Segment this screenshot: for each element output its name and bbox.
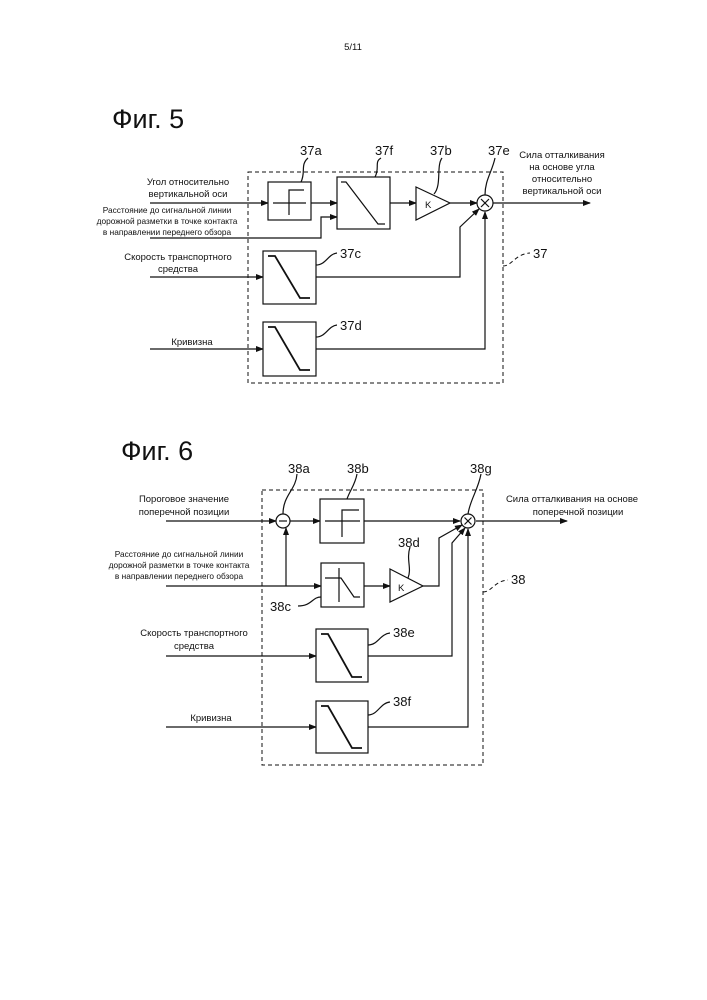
block-37d-curvature-map [263,322,316,376]
ref-38a: 38a [288,461,310,476]
input-angle-label-1: Угол относительно [147,177,229,188]
input-distance-label-3: в направлении переднего обзора [103,227,232,237]
leader-37a [301,158,308,182]
gain-block-37b: K [416,187,450,220]
leader-38g [468,474,481,514]
ref-38c: 38c [270,599,291,614]
multiplier-37e [477,195,493,211]
figure-5: Фиг. 5 Угол относительно вертикальной ос… [97,104,605,383]
leader-37 [503,253,530,266]
leader-38 [483,580,508,592]
input-curvature-label: Кривизна [190,713,232,724]
leader-37e [485,158,495,195]
fig5-title: Фиг. 5 [112,104,184,134]
block-37f-filter [337,177,390,229]
ref-38g: 38g [470,461,492,476]
input-speed-label-1: Скорость транспортного [140,628,248,639]
leader-38f [368,702,390,715]
gain-block-38d: K [390,569,423,602]
ref-38f: 38f [393,694,411,709]
input-speed-label-1: Скорость транспортного [124,252,232,263]
leader-38e [368,633,390,645]
ref-37: 37 [533,246,547,261]
output-label-1: Сила отталкивания [519,150,605,161]
ref-37d: 37d [340,318,362,333]
input-curvature-label: Кривизна [171,337,213,348]
leader-37f [375,158,381,177]
output-label-3: относительно [532,174,592,185]
input-speed-label-2: средства [158,264,199,275]
input-distance-label-1: Расстояние до сигнальной линии [103,205,232,215]
subtractor-38a [276,514,290,528]
ref-38: 38 [511,572,525,587]
input-distance-label-2: дорожной разметки в точке контакта [97,216,238,226]
input-threshold-label-2: поперечной позиции [139,507,230,518]
block-38f-curvature-map [316,701,368,753]
block-38b-deadzone [320,499,364,543]
leader-37c [316,253,337,265]
leader-38c [298,597,321,606]
ref-37b: 37b [430,143,452,158]
input-distance-label-2: дорожной разметки в точке контакта [109,560,250,570]
output-label-2: поперечной позиции [533,507,624,518]
ref-37a: 37a [300,143,322,158]
input-distance-label-1: Расстояние до сигнальной линии [115,549,244,559]
leader-38b [347,474,357,499]
output-label-2: на основе угла [529,162,595,173]
ref-38b: 38b [347,461,369,476]
page-number: 5/11 [344,42,362,53]
figure-6: Фиг. 6 Пороговое значение поперечной поз… [109,436,638,765]
input-speed-label-2: средства [174,641,215,652]
ref-38d: 38d [398,535,420,550]
leader-38d [408,547,410,578]
output-label-4: вертикальной оси [523,186,602,197]
gain-label: K [425,200,432,211]
input-angle-label-2: вертикальной оси [149,189,228,200]
multiplier-38g [461,514,475,528]
ref-38e: 38e [393,625,415,640]
ref-37f: 37f [375,143,393,158]
38f-to-multiplier-line [368,529,468,727]
input-threshold-label-1: Пороговое значение [139,494,229,505]
fig6-title: Фиг. 6 [121,436,193,466]
input-distance-label-3: в направлении переднего обзора [115,571,244,581]
leader-37d [316,325,337,337]
ref-37e: 37e [488,143,510,158]
gain-to-multiplier-line [423,525,462,586]
block-37a-deadzone [268,182,311,220]
block-38c-filter [321,563,364,607]
leader-37b [434,158,442,194]
leader-38a [283,474,297,514]
ref-37c: 37c [340,246,361,261]
block-37c-speed-map [263,251,316,304]
output-label-1: Сила отталкивания на основе [506,494,638,505]
block-38e-speed-map [316,629,368,682]
gain-label: K [398,583,405,594]
